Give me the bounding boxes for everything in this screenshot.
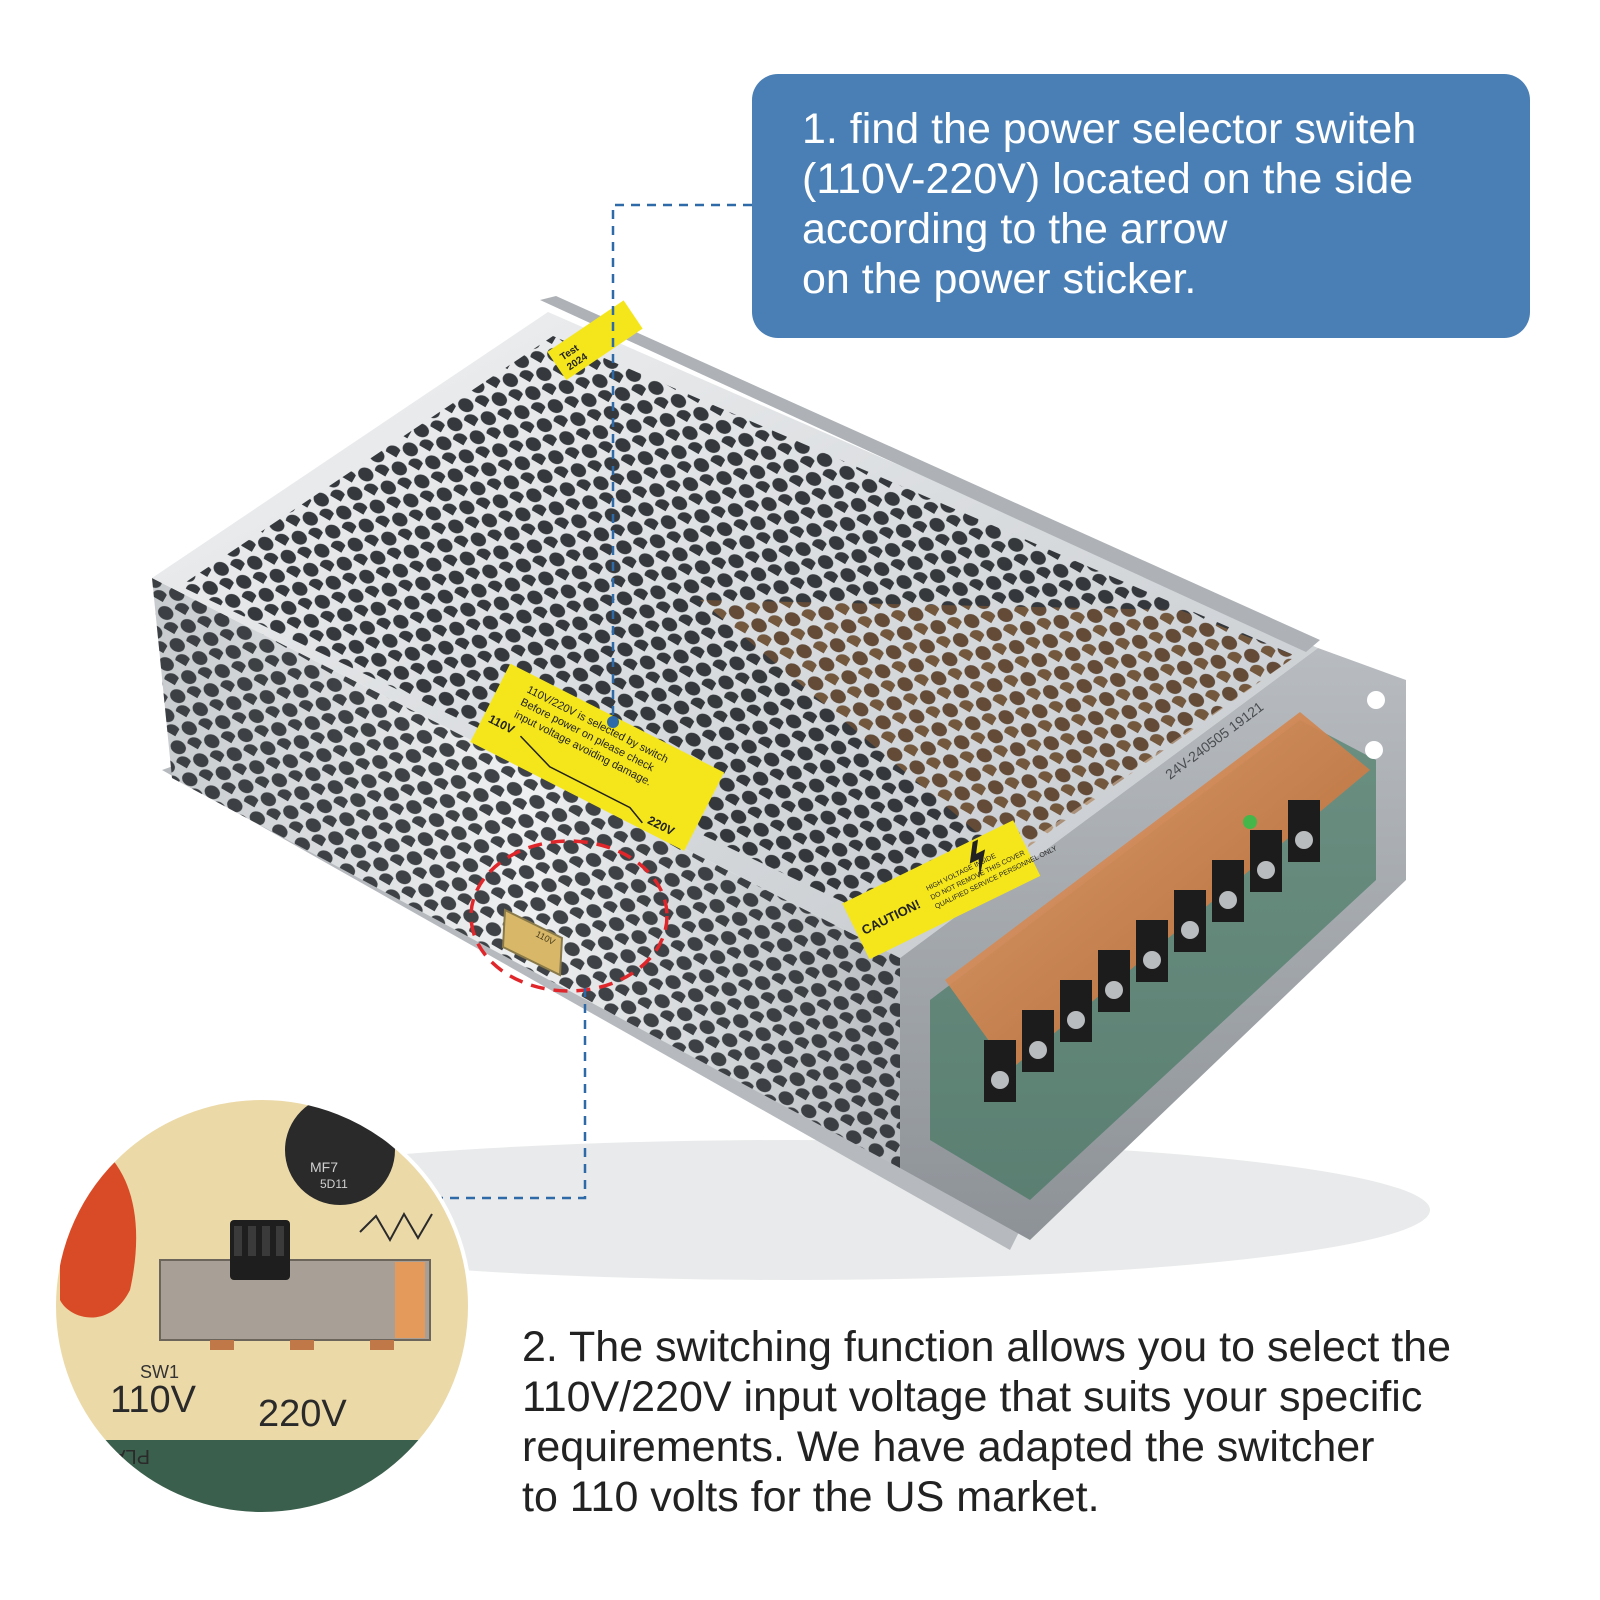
inset-sw1-label: SW1 [140,1362,179,1382]
terminal-screw [1029,1041,1047,1059]
slide-switch-icon [159,1220,431,1350]
leader-line-2 [400,988,587,1200]
terminal-screw [991,1071,1009,1089]
terminal-screw [1295,831,1313,849]
power-led [1243,815,1257,829]
switch-closeup-inset: MF7 5D11 SW1 110V 220V PLACE ONLY WITH S [54,1098,470,1514]
lightning-bolt-icon [969,839,986,879]
mount-hole-lower [1365,741,1383,759]
caption-step-2: 2. The switching function allows you to … [522,1323,1451,1521]
terminal-screw [1105,981,1123,999]
ntc-label-2: 5D11 [320,1177,348,1191]
mount-hole-upper [1367,691,1385,709]
inset-220v-label: 220V [258,1393,347,1435]
terminal-screw [1181,921,1199,939]
callout-box-step-1: 1. find the power selector switeh (110V-… [752,74,1530,338]
internal-copper-glimpse [700,600,1296,860]
test-sticker: Test 2024 [547,300,643,381]
switch-highlight-circle [469,839,669,993]
drop-shadow [150,1140,1430,1280]
voltage-arrow-icon [519,735,643,824]
resistor-symbol [359,1211,433,1243]
terminal-cover [945,712,1370,1070]
terminal-screw [1143,951,1161,969]
terminal-screw [1257,861,1275,879]
leader-dot-1 [607,716,619,728]
ntc-label-1: MF7 [310,1159,338,1175]
leader-line-1 [611,203,752,717]
terminal-screw [1067,1011,1085,1029]
side-vent-holes [152,578,900,1168]
inset-110v-label: 110V [110,1379,197,1421]
top-rim [540,296,1320,652]
switch-window: 110V [501,908,564,977]
inset-border [52,1096,472,1516]
callout-text-step-1: 1. find the power selector switeh (110V-… [802,105,1417,303]
terminal-screw [1219,891,1237,909]
terminal-block [984,800,1320,1102]
